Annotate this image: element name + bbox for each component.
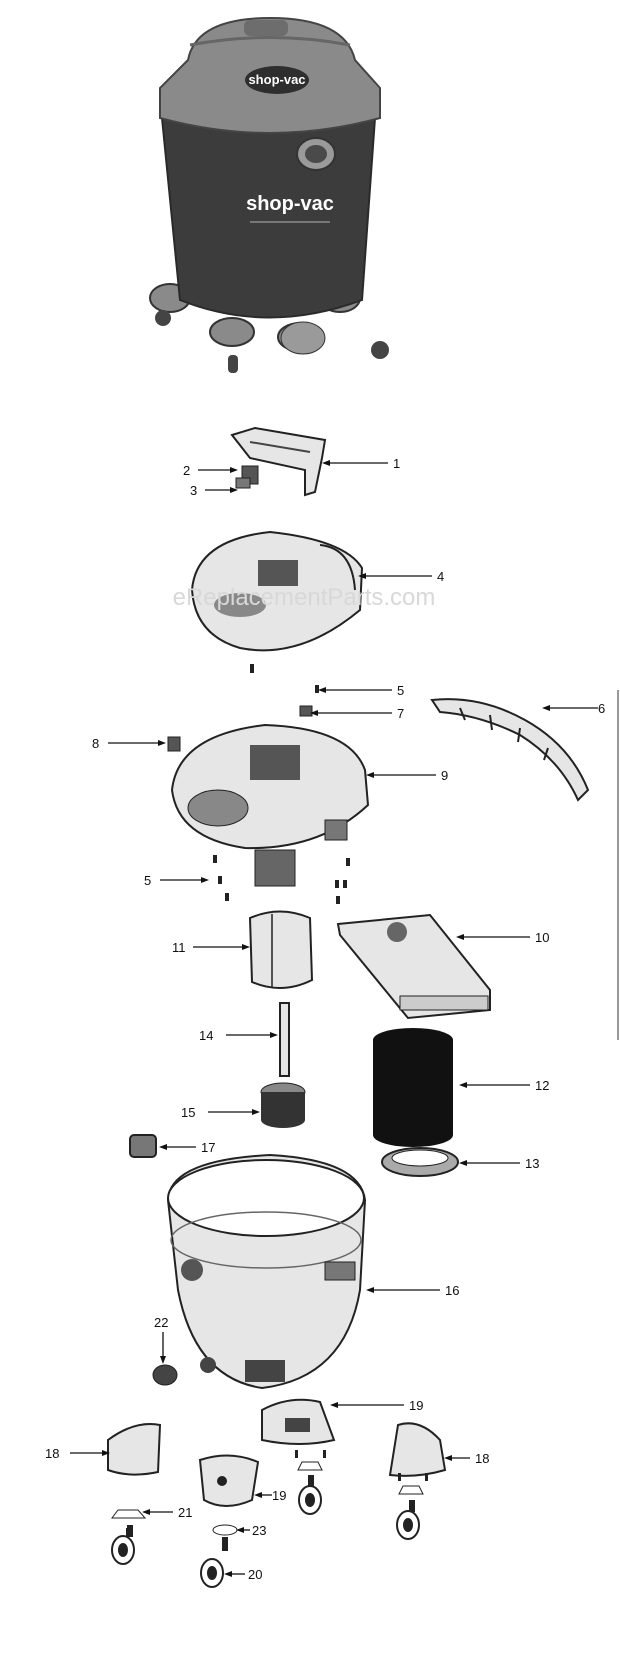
callout-1: 1 [393, 456, 400, 471]
part-foot-front [261, 1398, 336, 1445]
callout-21: 21 [178, 1505, 192, 1520]
assembled-vacuum: shop-vac shop-vac [149, 16, 389, 373]
callout-5-top: 5 [397, 683, 404, 698]
callout-2: 2 [183, 463, 190, 478]
callout-16: 16 [445, 1283, 459, 1298]
part-lid [170, 723, 370, 904]
part-foam-filter [260, 1082, 306, 1128]
watermark: eReplacementParts.com [173, 584, 436, 611]
callout-12: 12 [535, 1078, 549, 1093]
callout-8: 8 [92, 736, 99, 751]
part-float-cage [430, 698, 590, 802]
callout-19-top: 19 [409, 1398, 423, 1413]
callout-18-left: 18 [45, 1446, 59, 1461]
part-foam-sleeve [248, 910, 314, 990]
callout-6: 6 [598, 701, 605, 716]
callout-22: 22 [154, 1315, 168, 1330]
callout-4: 4 [437, 569, 444, 584]
callout-23: 23 [252, 1523, 266, 1538]
callout-17: 17 [201, 1140, 215, 1155]
part-drain [152, 1364, 178, 1386]
callout-14: 14 [199, 1028, 213, 1043]
callout-9: 9 [441, 768, 448, 783]
part-foot-right [388, 1422, 447, 1477]
part-foot-pad [198, 1454, 260, 1507]
tank-logo: shop-vac [246, 193, 334, 215]
callout-11: 11 [172, 940, 186, 955]
callout-19-bottom: 19 [272, 1488, 286, 1503]
callout-3: 3 [190, 483, 197, 498]
part-handle [230, 426, 327, 497]
part-small-fasteners [167, 685, 319, 752]
part-drain-cap [129, 1134, 157, 1158]
lid-logo: shop-vac [248, 72, 305, 87]
callout-15: 15 [181, 1105, 195, 1120]
callout-13: 13 [525, 1156, 539, 1171]
callout-20: 20 [248, 1567, 262, 1582]
part-tank [166, 1153, 367, 1390]
part-cartridge-filter [373, 1028, 453, 1147]
part-foot-left [107, 1423, 162, 1476]
callout-10: 10 [535, 930, 549, 945]
part-collection-bag [336, 913, 491, 1020]
part-motor-head [190, 530, 364, 673]
part-tube [279, 1002, 290, 1077]
callout-18-right: 18 [475, 1451, 489, 1466]
part-retaining-ring [381, 1147, 459, 1177]
part-casters [111, 1450, 428, 1588]
callout-5-bottom: 5 [144, 873, 151, 888]
callout-7: 7 [397, 706, 404, 721]
callouts: 1 2 3 4 5 6 7 8 9 5 10 11 14 12 15 17 13 [45, 456, 605, 1582]
